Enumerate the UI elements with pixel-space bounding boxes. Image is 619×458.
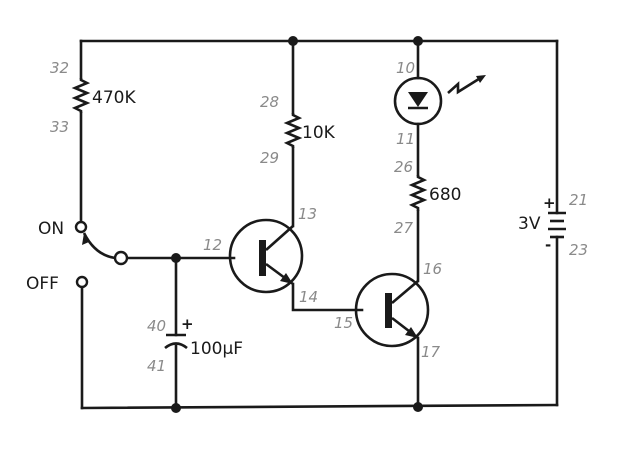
battery-minus-sign: -: [545, 236, 551, 254]
transistor-q1-emitter-arrow-icon: [280, 273, 293, 284]
q1-collector-pin-label: 13: [298, 205, 317, 223]
q1-base-pin-label: 12: [203, 236, 222, 254]
light-arrow-icon: [476, 75, 486, 83]
transistor-q1-envelope: [228, 218, 304, 294]
resistor-r2: 10K 28 29: [260, 93, 336, 167]
q2-emitter-pin-label: 17: [421, 343, 441, 361]
transistor-q1-collector-lead: [265, 225, 294, 251]
r1-pin-b-label: 33: [50, 118, 69, 136]
capacitor-plus-sign: +: [181, 315, 194, 333]
resistor-r1-zigzag: [71, 78, 91, 113]
q1-emitter-pin-label: 14: [299, 288, 318, 306]
junctions: [171, 36, 423, 413]
capacitor-c1: + 100μF 40 41: [147, 315, 243, 375]
r2-value-label: 10K: [302, 123, 336, 143]
battery: + - 3V 21 23: [518, 191, 588, 259]
junction-dot: [171, 403, 181, 413]
c1-pin-a-label: 40: [147, 317, 166, 335]
switch-on-label: ON: [38, 219, 64, 239]
wires: [79, 39, 559, 410]
switch-on-terminal[interactable]: [74, 220, 88, 234]
transistor-q1: 12 13 14: [203, 205, 318, 306]
q2-collector-pin-label: 16: [423, 260, 442, 278]
capacitor-plate-negative: [164, 342, 188, 350]
transistor-q1-base-bar: [259, 240, 266, 276]
switch[interactable]: ON OFF: [26, 219, 129, 294]
q1-emitter-to-q2-base-wire: [291, 282, 364, 312]
transistor-q2: 15 16 17: [334, 260, 442, 361]
transistor-q2-envelope: [354, 272, 430, 348]
junction-dot: [413, 402, 423, 412]
r3-pin-a-label: 26: [394, 158, 413, 176]
resistor-r3-zigzag: [408, 175, 428, 211]
switch-arrow-icon: [82, 233, 89, 245]
junction-dot: [171, 253, 181, 263]
battery-minus-pin-label: 23: [569, 241, 588, 259]
led-triangle: [408, 92, 428, 107]
battery-plus-pin-label: 21: [569, 191, 588, 209]
r1-pin-a-label: 32: [50, 59, 69, 77]
switch-off-terminal[interactable]: [75, 275, 89, 289]
switch-off-label: OFF: [26, 274, 59, 294]
resistor-r1: 470K 32 33: [50, 59, 136, 136]
battery-value-label: 3V: [518, 214, 541, 234]
r2-pin-a-label: 28: [260, 93, 279, 111]
led: 10 11: [393, 59, 486, 148]
battery-plus-sign: +: [543, 194, 556, 212]
q2-base-pin-label: 15: [334, 314, 353, 332]
capacitor-value-label: 100μF: [190, 339, 243, 359]
r2-pin-b-label: 29: [260, 149, 279, 167]
c1-pin-b-label: 41: [147, 357, 166, 375]
r3-pin-b-label: 27: [394, 219, 414, 237]
led-envelope: [393, 76, 443, 126]
r1-value-label: 470K: [92, 88, 136, 108]
switch-common-terminal[interactable]: [113, 250, 129, 266]
junction-dot: [413, 36, 423, 46]
led-anode-pin-label: 10: [396, 59, 415, 77]
led-cathode-pin-label: 11: [396, 130, 415, 148]
junction-dot: [288, 36, 298, 46]
transistor-q2-base-bar: [385, 293, 392, 328]
resistor-r2-zigzag: [283, 113, 303, 148]
transistor-q2-emitter-arrow-icon: [405, 327, 418, 338]
r3-value-label: 680: [429, 185, 461, 205]
light-emission-icon: [447, 75, 483, 95]
switch-lever[interactable]: [82, 232, 116, 260]
bottom-rail-wire: [80, 403, 559, 410]
resistor-r3: 680 26 27: [394, 158, 461, 237]
transistor-q2-collector-lead: [391, 280, 419, 304]
